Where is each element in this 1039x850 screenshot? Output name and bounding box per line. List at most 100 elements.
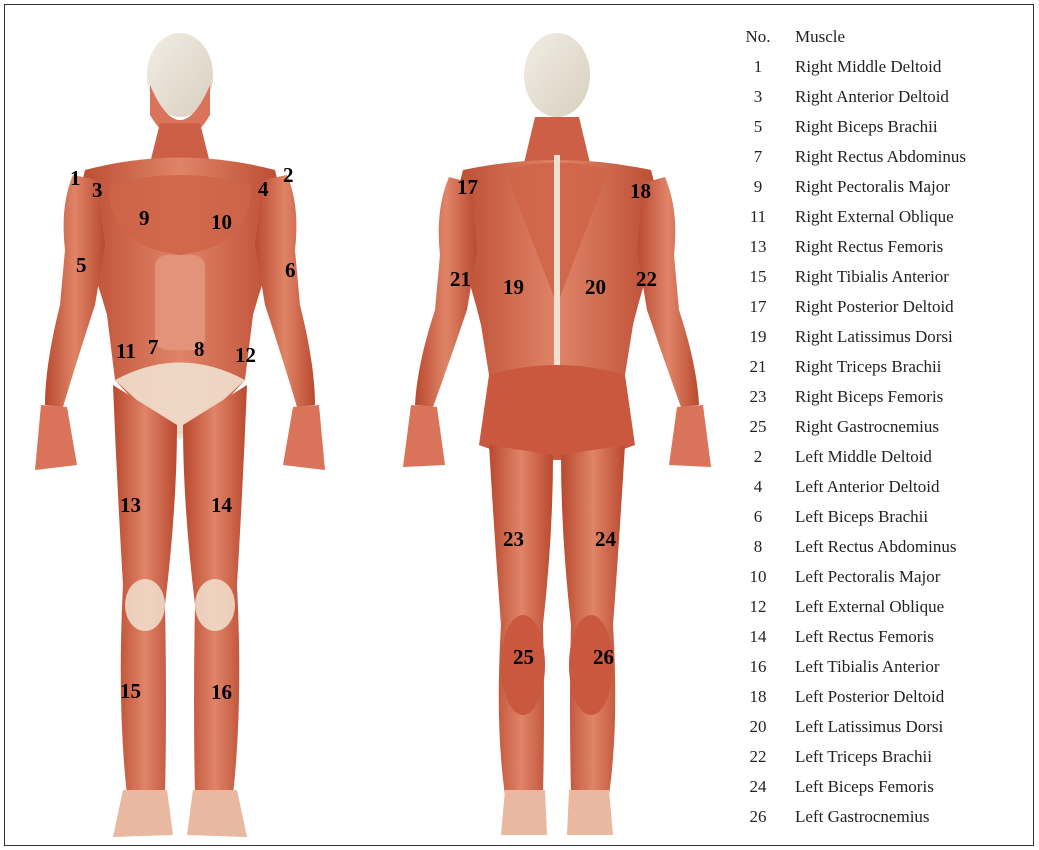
legend-row-muscle: Left Pectoralis Major <box>795 563 940 591</box>
legend-row-no: 7 <box>733 143 783 171</box>
legend-row-no: 13 <box>733 233 783 261</box>
legend-row-no: 21 <box>733 353 783 381</box>
legend-row-muscle: Left Middle Deltoid <box>795 443 932 471</box>
legend-row-muscle: Left Biceps Femoris <box>795 773 934 801</box>
legend-row-no: 19 <box>733 323 783 351</box>
legend-row-muscle: Right Rectus Abdominus <box>795 143 966 171</box>
marker-22: 22 <box>636 269 657 290</box>
legend-row-muscle: Left Gastrocnemius <box>795 803 930 831</box>
legend-row-no: 16 <box>733 653 783 681</box>
legend-row-no: 6 <box>733 503 783 531</box>
marker-8: 8 <box>194 339 205 360</box>
legend-row-muscle: Right Latissimus Dorsi <box>795 323 953 351</box>
legend-row-no: 20 <box>733 713 783 741</box>
legend-row-muscle: Left Rectus Abdominus <box>795 533 956 561</box>
front-neck <box>150 123 210 163</box>
marker-18: 18 <box>630 181 651 202</box>
marker-1: 1 <box>70 168 81 189</box>
legend-row-muscle: Left Tibialis Anterior <box>795 653 940 681</box>
legend-row-muscle: Right Rectus Femoris <box>795 233 943 261</box>
marker-25: 25 <box>513 647 534 668</box>
back-left-hand <box>669 405 711 467</box>
marker-14: 14 <box>211 495 232 516</box>
legend-row-no: 1 <box>733 53 783 81</box>
legend-row-muscle: Right Biceps Brachii <box>795 113 938 141</box>
legend-row-muscle: Left Posterior Deltoid <box>795 683 944 711</box>
legend-row-no: 9 <box>733 173 783 201</box>
legend-row-muscle: Right Biceps Femoris <box>795 383 943 411</box>
marker-17: 17 <box>457 177 478 198</box>
legend-row-muscle: Right External Oblique <box>795 203 954 231</box>
front-left-arm <box>255 175 315 407</box>
back-glutes <box>479 365 635 460</box>
legend-row-muscle: Right Gastrocnemius <box>795 413 939 441</box>
anatomy-figure <box>5 5 735 845</box>
marker-20: 20 <box>585 277 606 298</box>
back-right-hand <box>403 405 445 467</box>
legend-header-muscle: Muscle <box>795 23 845 51</box>
legend-row-no: 2 <box>733 443 783 471</box>
legend-row-muscle: Right Anterior Deltoid <box>795 83 949 111</box>
back-left-arm <box>637 177 699 407</box>
marker-4: 4 <box>258 179 269 200</box>
front-left-foot <box>187 790 247 837</box>
legend-row-muscle: Right Posterior Deltoid <box>795 293 954 321</box>
legend-header-no: No. <box>733 23 783 51</box>
marker-15: 15 <box>120 681 141 702</box>
front-right-foot <box>113 790 173 837</box>
back-head <box>524 33 590 117</box>
front-right-arm <box>45 175 105 407</box>
marker-12: 12 <box>235 345 256 366</box>
legend-row-no: 5 <box>733 113 783 141</box>
legend-row-muscle: Right Middle Deltoid <box>795 53 941 81</box>
legend-row-muscle: Left Latissimus Dorsi <box>795 713 943 741</box>
front-body <box>35 33 325 837</box>
front-right-knee <box>125 579 165 631</box>
legend-row-no: 25 <box>733 413 783 441</box>
legend-row-muscle: Left Rectus Femoris <box>795 623 934 651</box>
legend-row-no: 4 <box>733 473 783 501</box>
legend-row-muscle: Left External Oblique <box>795 593 944 621</box>
marker-21: 21 <box>450 269 471 290</box>
legend-row-no: 18 <box>733 683 783 711</box>
back-left-foot <box>567 790 613 835</box>
marker-7: 7 <box>148 337 159 358</box>
legend-row-no: 14 <box>733 623 783 651</box>
back-right-foot <box>501 790 547 835</box>
marker-13: 13 <box>120 495 141 516</box>
legend-row-muscle: Left Triceps Brachii <box>795 743 932 771</box>
marker-23: 23 <box>503 529 524 550</box>
legend-header: No. Muscle <box>733 23 1039 51</box>
back-body <box>403 33 711 835</box>
legend-row-no: 12 <box>733 593 783 621</box>
marker-19: 19 <box>503 277 524 298</box>
legend-row-muscle: Right Pectoralis Major <box>795 173 950 201</box>
legend-row-muscle: Left Anterior Deltoid <box>795 473 939 501</box>
legend-row-no: 24 <box>733 773 783 801</box>
front-left-knee <box>195 579 235 631</box>
figure-frame: 1 3 9 10 4 2 5 6 11 7 8 12 13 14 15 16 1… <box>4 4 1034 846</box>
legend-row-no: 11 <box>733 203 783 231</box>
legend-row-no: 10 <box>733 563 783 591</box>
marker-9: 9 <box>139 208 150 229</box>
back-right-arm <box>415 177 477 407</box>
marker-2: 2 <box>283 165 294 186</box>
legend-row-muscle: Left Biceps Brachii <box>795 503 928 531</box>
marker-24: 24 <box>595 529 616 550</box>
marker-11: 11 <box>116 341 136 362</box>
legend-row-no: 15 <box>733 263 783 291</box>
legend-row-no: 22 <box>733 743 783 771</box>
marker-26: 26 <box>593 647 614 668</box>
legend-row-no: 8 <box>733 533 783 561</box>
legend-row-no: 17 <box>733 293 783 321</box>
legend-row-no: 3 <box>733 83 783 111</box>
front-left-hand <box>283 405 325 470</box>
front-abs <box>155 255 205 350</box>
legend-row-muscle: Right Triceps Brachii <box>795 353 941 381</box>
marker-5: 5 <box>76 255 87 276</box>
legend-row-no: 26 <box>733 803 783 831</box>
marker-16: 16 <box>211 682 232 703</box>
legend-row-muscle: Right Tibialis Anterior <box>795 263 949 291</box>
marker-10: 10 <box>211 212 232 233</box>
legend-row-no: 23 <box>733 383 783 411</box>
